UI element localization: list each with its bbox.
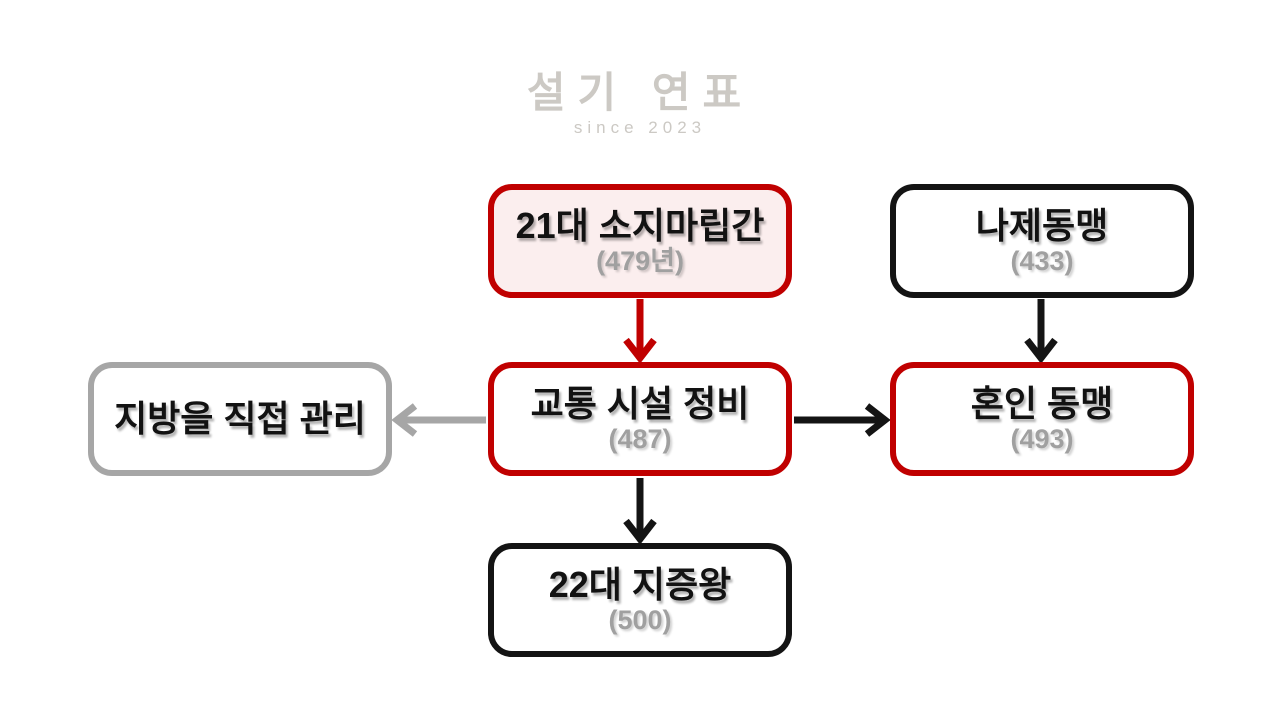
node-jijeung-wang: 22대 지증왕 (500) <box>488 543 792 657</box>
node-year: (487) <box>608 424 672 455</box>
arrow-transport-to-marriage <box>794 403 891 437</box>
node-year: (493) <box>1010 424 1074 455</box>
arrow-transport-to-localrule <box>391 403 486 437</box>
node-label: 지방을 직접 관리 <box>114 397 366 439</box>
arrow-naje-to-marriage <box>1024 299 1058 364</box>
node-marriage-alliance: 혼인 동맹 (493) <box>890 362 1194 476</box>
watermark-subtitle: since 2023 <box>573 118 707 137</box>
node-year: (479년) <box>596 246 684 277</box>
node-naje-alliance: 나제동맹 (433) <box>890 184 1194 298</box>
channel-watermark: 설기 연표 since 2023 <box>0 72 1280 138</box>
node-direct-local-rule: 지방을 직접 관리 <box>88 362 392 476</box>
node-transport-upgrade: 교통 시설 정비 (487) <box>488 362 792 476</box>
node-label: 나제동맹 <box>975 204 1109 246</box>
arrow-transport-to-jijeung <box>623 478 657 545</box>
node-year: (500) <box>608 605 672 636</box>
node-label: 교통 시설 정비 <box>530 382 750 424</box>
node-year: (433) <box>1010 246 1074 277</box>
node-soji-maripgan: 21대 소지마립간 (479년) <box>488 184 792 298</box>
watermark-title: 설기 연표 <box>526 69 754 116</box>
node-label: 21대 소지마립간 <box>515 204 765 246</box>
arrow-soji-to-transport <box>623 299 657 364</box>
node-label: 혼인 동맹 <box>970 382 1114 424</box>
node-label: 22대 지증왕 <box>548 563 732 605</box>
